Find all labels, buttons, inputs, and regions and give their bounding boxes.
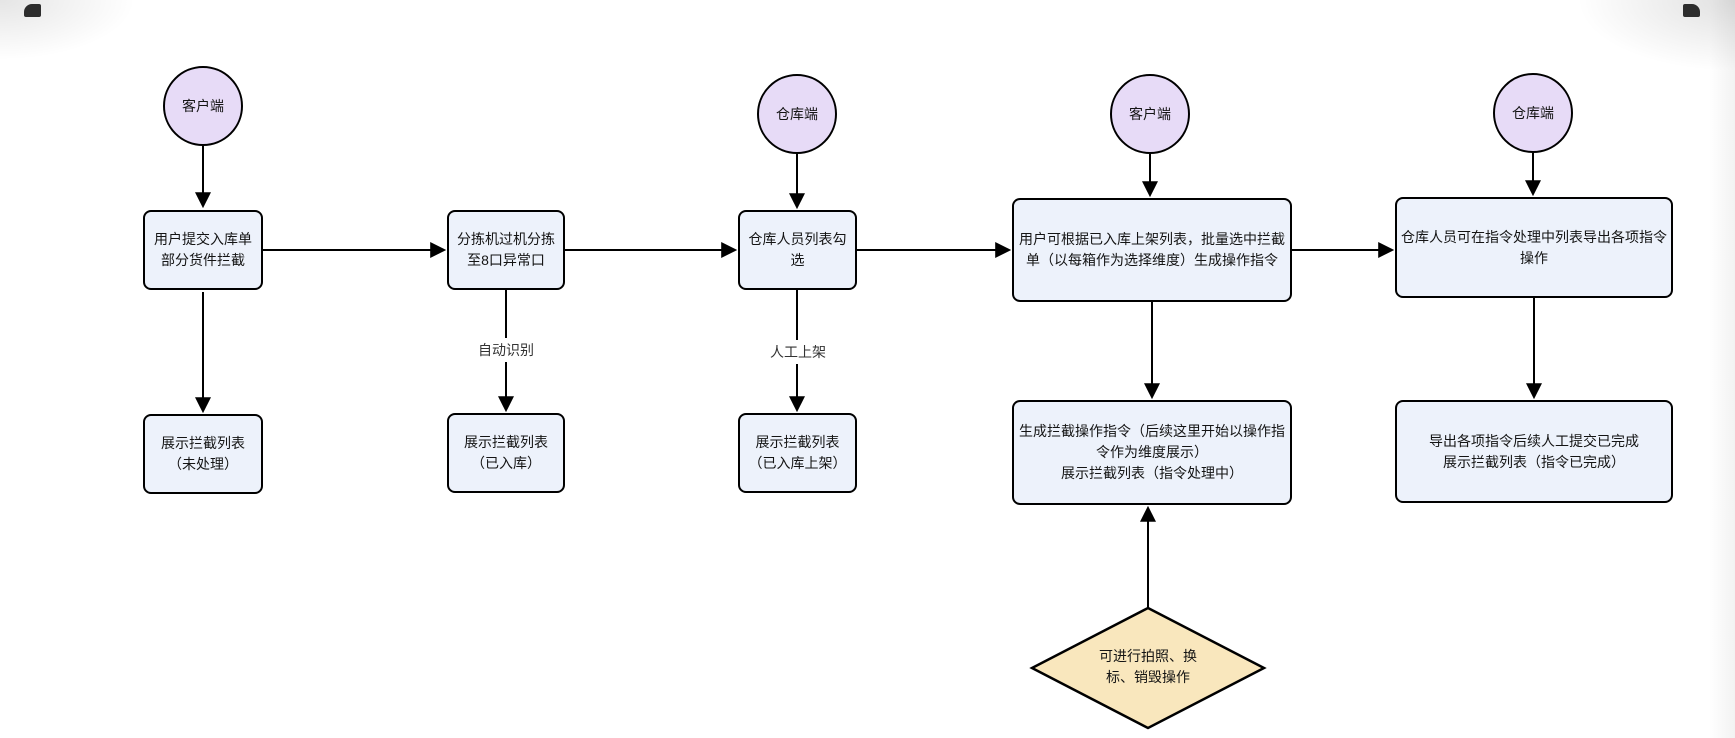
right-edge-shade (1709, 0, 1735, 738)
circle-client-2: 客户端 (1110, 74, 1190, 154)
circle-warehouse-2: 仓库端 (1493, 73, 1573, 153)
edge-label-manual-shelving: 人工上架 (764, 340, 832, 364)
circle-warehouse-1: 仓库端 (757, 74, 837, 154)
circle-client-1: 客户端 (163, 66, 243, 146)
window-corner-left (24, 4, 41, 17)
box-batch-select: 用户可根据已入库上架列表，批量选中拦截 单（以每箱作为选择维度）生成操作指令 (1012, 198, 1292, 302)
diamond-operations-label: 可进行拍照、换 标、销毁操作 (1099, 648, 1197, 685)
box-submit-inbound: 用户提交入库单 部分货件拦截 (143, 210, 263, 290)
box-sorter-exception: 分拣机过机分拣 至8口异常口 (447, 210, 565, 290)
box-list-completed: 导出各项指令后续人工提交已完成 展示拦截列表（指令已完成） (1395, 400, 1673, 503)
box-generate-instruction: 生成拦截操作指令（后续这里开始以操作指 令作为维度展示） 展示拦截列表（指令处理… (1012, 400, 1292, 505)
box-list-unprocessed: 展示拦截列表 （未处理） (143, 414, 263, 494)
window-corner-right (1683, 4, 1700, 17)
box-warehouse-checklist: 仓库人员列表勾 选 (738, 210, 857, 290)
box-export-instructions: 仓库人员可在指令处理中列表导出各项指令 操作 (1395, 197, 1673, 298)
box-list-shelved: 展示拦截列表 （已入库上架） (738, 413, 857, 493)
edge-label-auto-recognition: 自动识别 (472, 338, 540, 362)
box-list-inbound: 展示拦截列表 （已入库） (447, 413, 565, 493)
